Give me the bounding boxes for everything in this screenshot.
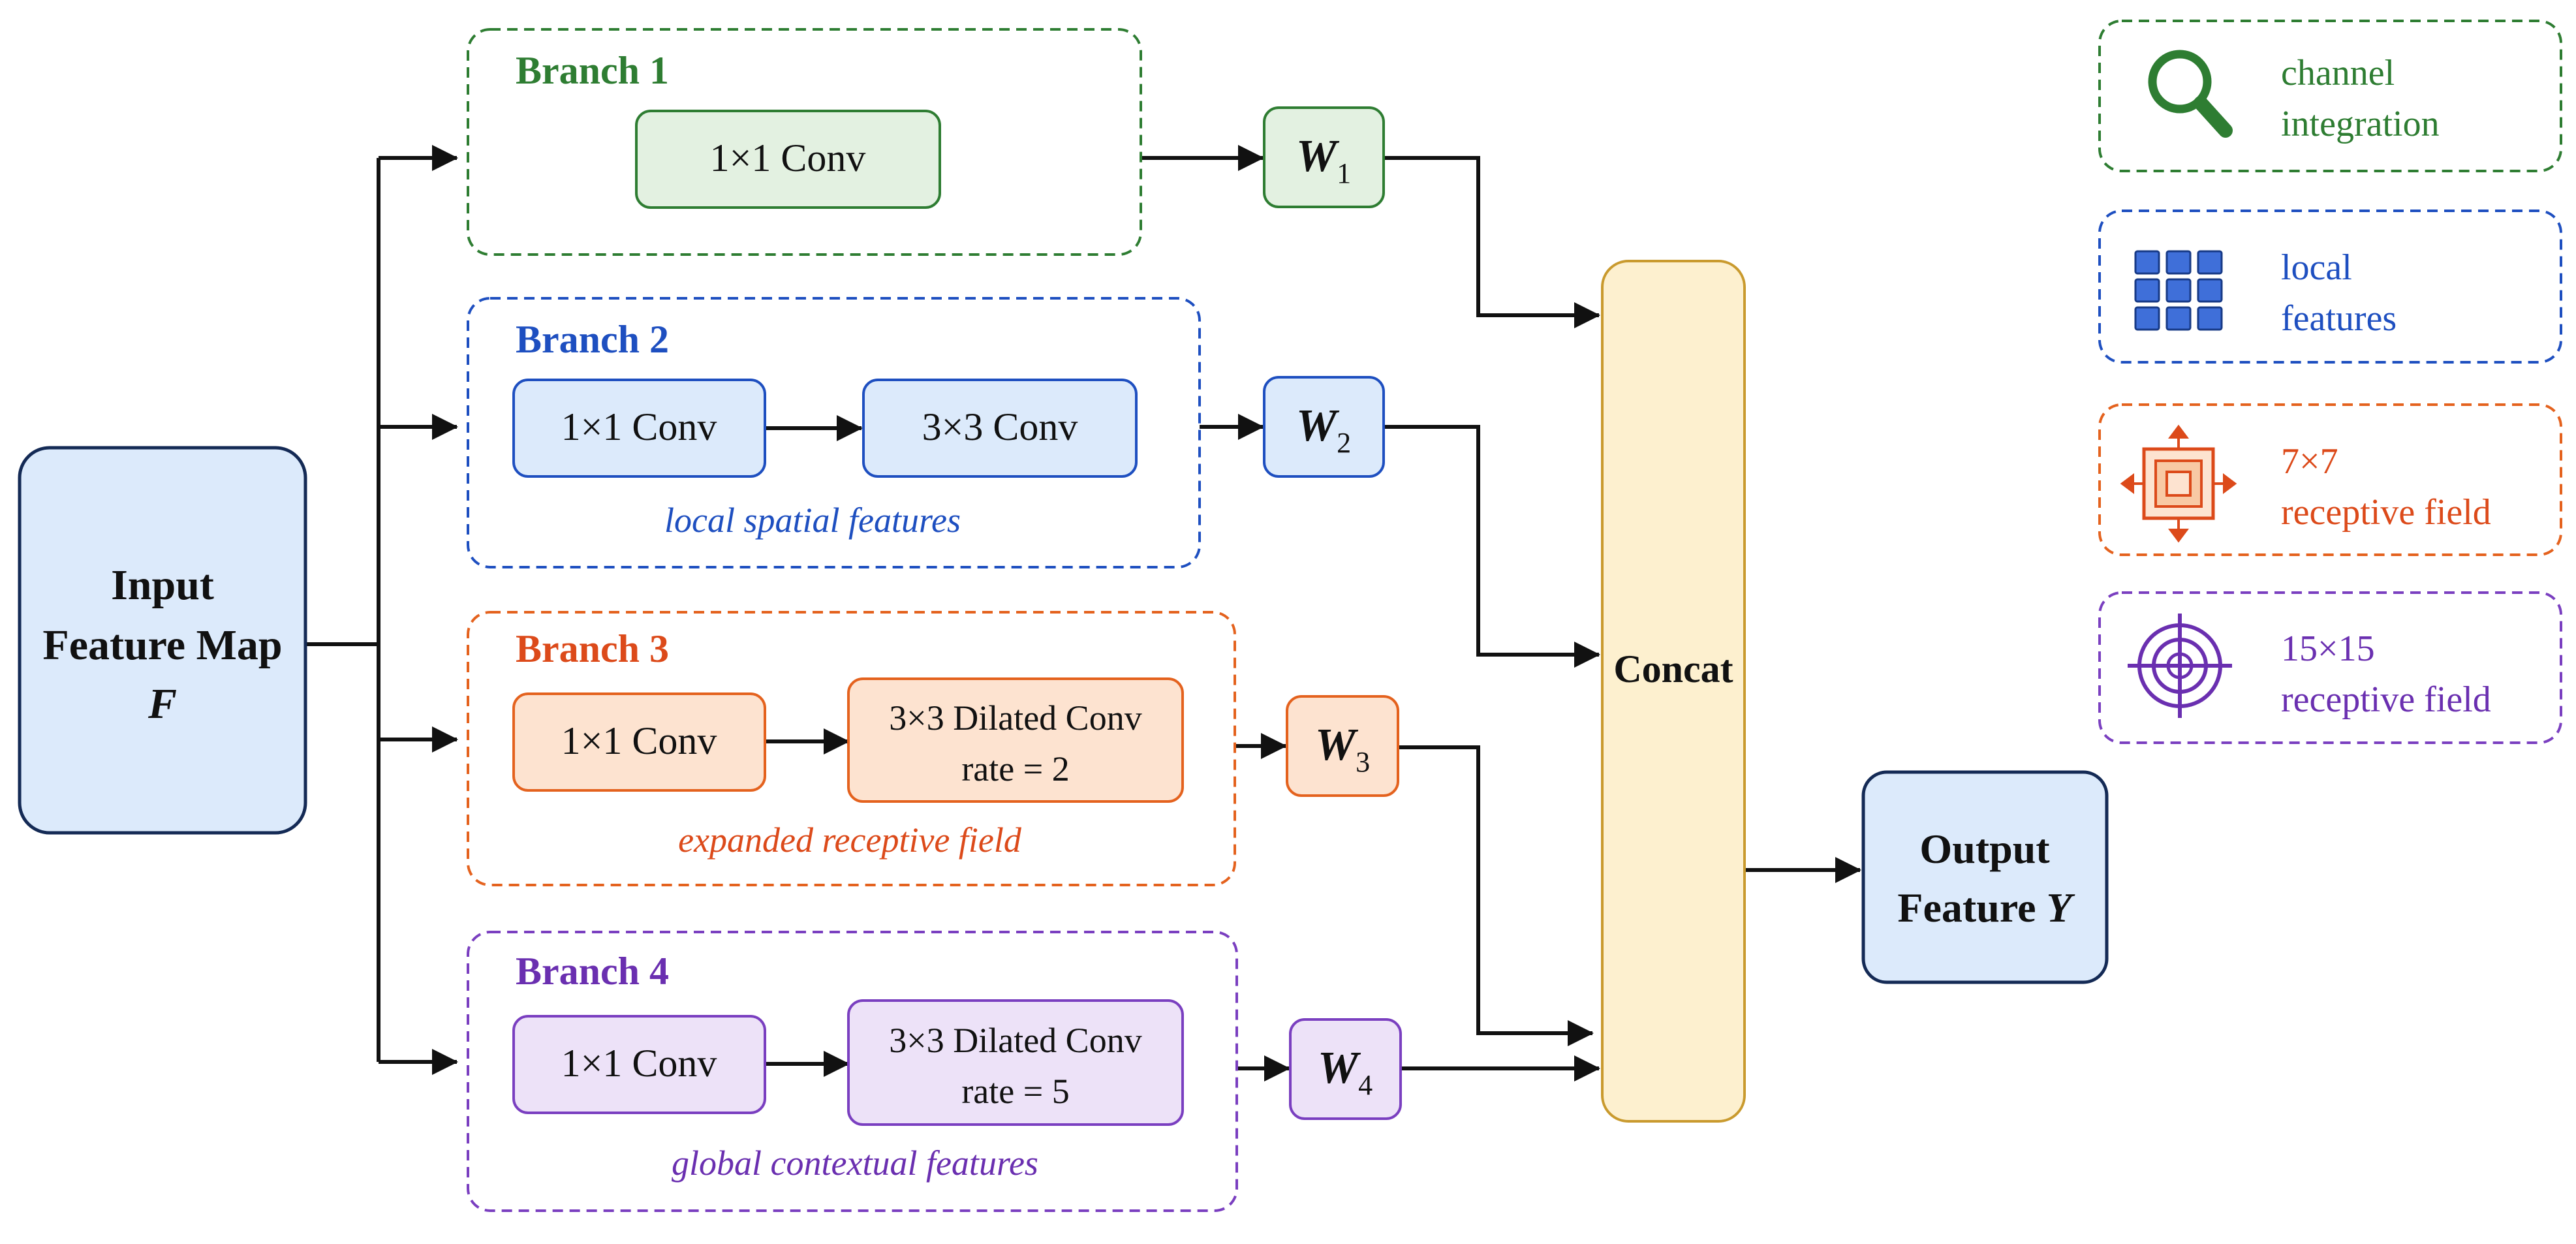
legend-3-line1: 7×7 — [2281, 441, 2338, 482]
branch-1-conv1x1-label: 1×1 Conv — [710, 136, 866, 179]
w2-symbol: W — [1296, 401, 1340, 451]
branch-3-title: Branch 3 — [516, 627, 669, 670]
output-label-line1: Output — [1919, 826, 2050, 872]
input-label-line2: Feature Map — [42, 621, 282, 669]
branch-4-conv1x1-label: 1×1 Conv — [561, 1042, 717, 1085]
branch-2-frame — [467, 297, 1201, 568]
svg-text:W2: W2 — [1296, 401, 1351, 459]
branch-4-dilated-conv-box — [847, 999, 1184, 1126]
w3-to-concat-arrow — [1398, 745, 1594, 1046]
weight-w2: W2 — [1263, 376, 1385, 478]
branch-3-rate-label: rate = 2 — [961, 749, 1069, 788]
branch-3: Branch 3 1×1 Conv 3×3 Dilated Conv rate … — [467, 611, 1236, 886]
w2-to-concat-arrow — [1384, 425, 1600, 668]
legend-2-line2: features — [2281, 298, 2397, 339]
w1-subscript: 1 — [1337, 157, 1351, 189]
branch-3-caption: expanded receptive field — [678, 820, 1022, 860]
branch-4-title: Branch 4 — [516, 950, 669, 993]
branch-2-conv1x1-label: 1×1 Conv — [561, 405, 717, 448]
legend-item-local-features: local features — [2098, 210, 2562, 364]
branch-4: Branch 4 1×1 Conv 3×3 Dilated Conv rate … — [467, 931, 1238, 1212]
branch-3-conv1x1-label: 1×1 Conv — [561, 719, 717, 762]
svg-text:W3: W3 — [1315, 720, 1370, 778]
branch-2-conv3x3-label: 3×3 Conv — [922, 405, 1078, 448]
branch-4-dilated-conv-label: 3×3 Dilated Conv — [889, 1021, 1141, 1060]
output-label-line2: Feature — [1897, 884, 2036, 931]
branch-4-conv1x1-box — [512, 1015, 766, 1114]
branch-1-conv1x1-box — [635, 110, 941, 209]
branch-3-dilated-conv-box — [847, 677, 1184, 803]
branch-4-rate-label: rate = 5 — [961, 1072, 1069, 1111]
legend-1-line1: channel — [2281, 53, 2395, 93]
legend-4-line2: receptive field — [2281, 679, 2491, 720]
weight-w1: W1 — [1263, 106, 1385, 208]
legend-3-line2: receptive field — [2281, 492, 2491, 533]
branch-1: Branch 1 1×1 Conv — [467, 28, 1142, 256]
legend-4-line1: 15×15 — [2281, 629, 2375, 669]
svg-text:W4: W4 — [1318, 1043, 1373, 1101]
legend-item-15x15-receptive-field: 15×15 receptive field — [2098, 591, 2562, 744]
input-symbol: F — [147, 680, 177, 728]
legend-item-channel-integration: channel integration — [2098, 20, 2562, 172]
legend-item-7x7-receptive-field: 7×7 receptive field — [2098, 403, 2562, 556]
input-node: Input Feature Map F — [18, 446, 307, 835]
output-symbol: Y — [2046, 884, 2075, 931]
weight-w4: W4 — [1289, 1018, 1402, 1120]
w2-subscript: 2 — [1337, 427, 1351, 459]
branch-1-frame — [467, 28, 1142, 256]
w4-symbol: W — [1318, 1043, 1361, 1093]
legend: channel integration local features — [2098, 20, 2562, 744]
expand-icon — [2120, 424, 2237, 543]
branch-4-caption: global contextual features — [672, 1143, 1038, 1183]
w4-subscript: 4 — [1358, 1069, 1373, 1101]
concat-node: Concat — [1601, 260, 1746, 1123]
grid-icon — [2134, 250, 2223, 331]
branch-2-caption: local spatial features — [664, 501, 961, 540]
connectors — [305, 145, 1861, 1081]
branch-3-conv1x1-box — [512, 692, 766, 792]
branch-1-title: Branch 1 — [516, 49, 669, 92]
branch-2-conv3x3-box — [862, 379, 1138, 478]
w1-to-concat-arrow — [1384, 156, 1600, 328]
magnifier-icon — [2148, 50, 2233, 138]
crosshair-icon — [2128, 614, 2232, 718]
legend-2-line1: local — [2281, 247, 2352, 288]
svg-text:W1: W1 — [1296, 131, 1351, 189]
concat-label: Concat — [1613, 647, 1733, 691]
branch-2: Branch 2 1×1 Conv 3×3 Conv local spatial… — [467, 297, 1201, 568]
branch-2-title: Branch 2 — [516, 318, 669, 361]
weight-w3: W3 — [1286, 695, 1399, 797]
branch-4-frame — [467, 931, 1238, 1212]
branch-3-dilated-conv-label: 3×3 Dilated Conv — [889, 698, 1141, 738]
branch-2-conv1x1-box — [512, 379, 766, 478]
svg-text:Feature Y: Feature Y — [1897, 884, 2075, 931]
input-label-line1: Input — [111, 561, 214, 609]
w1-symbol: W — [1296, 131, 1340, 181]
output-node: Output Feature Y — [1861, 770, 2109, 984]
legend-1-line2: integration — [2281, 104, 2440, 144]
w3-subscript: 3 — [1356, 746, 1370, 778]
branch-3-frame — [467, 611, 1236, 886]
w3-symbol: W — [1315, 720, 1359, 770]
